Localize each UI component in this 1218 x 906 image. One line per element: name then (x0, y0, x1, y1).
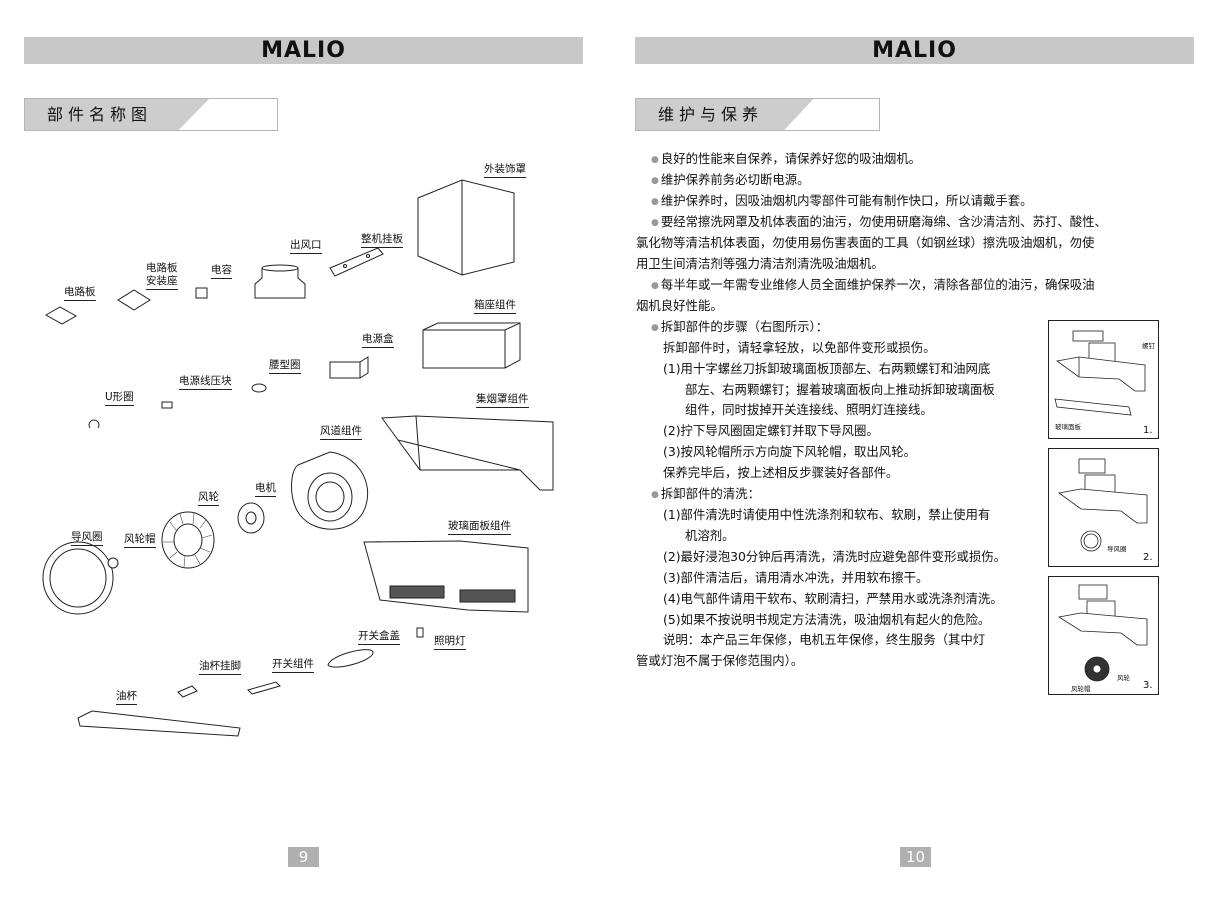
text-line: (3)部件清洁后，请用清水冲洗，并用软布擦干。 (663, 570, 929, 585)
brand-header: MALIO (24, 37, 583, 64)
label-circuit-mount: 电路板 安装座 (146, 262, 178, 290)
text-line: 氯化物等清洁机体表面，勿使用易伤害表面的工具（如钢丝球）擦洗吸油烟机，勿使 (636, 235, 1095, 250)
text-line: 部左、右两颗螺钉；握着玻璃面板向上推动拆卸玻璃面板 (685, 382, 995, 397)
figure-2: 导风圈 2. (1048, 448, 1159, 567)
figure-2-drawing (1058, 458, 1148, 552)
text-line: 拆卸部件的步骤（右图所示）： (651, 317, 828, 338)
fig2-number: 2. (1143, 552, 1153, 563)
fig1-label-screw: 螺钉 (1142, 342, 1155, 350)
fig3-number: 3. (1143, 680, 1153, 691)
fig1-label-glass: 玻璃面板 (1055, 423, 1081, 431)
exploded-diagram (42, 179, 554, 737)
brand-logo: MALIO (261, 38, 346, 63)
text-line: 拆卸部件时，请轻拿轻放，以免部件变形或损伤。 (663, 340, 936, 355)
label-impeller: 风轮 (198, 491, 219, 506)
label-guide-ring: 导风圈 (71, 531, 103, 546)
right-page: MALIO 维护与保养 良好的性能来自保养，请保养好您的吸油烟机。 维护保养前务… (609, 0, 1218, 906)
figure-3: 风轮 风轮帽 3. (1048, 576, 1159, 695)
text-line: 维护保养前务必切断电源。 (651, 170, 810, 191)
figure-1-drawing (1054, 330, 1146, 416)
label-box-base: 箱座组件 (474, 299, 516, 314)
text-line: 保养完毕后，按上述相反步骤装好各部件。 (663, 465, 899, 480)
label-switch-box-cover: 开关盒盖 (358, 630, 400, 645)
section-title: 维护与保养 (658, 105, 764, 124)
text-line: (2)拧下导风圈固定螺钉并取下导风圈。 (663, 423, 879, 438)
label-power-box: 电源盒 (362, 333, 394, 348)
label-hood-assembly: 集烟罩组件 (476, 393, 529, 408)
text-line: 良好的性能来自保养，请保养好您的吸油烟机。 (651, 149, 921, 170)
text-line: (1)部件清洗时请使用中性洗涤剂和软布、软刷，禁止使用有 (663, 507, 991, 522)
text-line: 用卫生间清洁剂等强力清洁剂清洗吸油烟机。 (636, 256, 884, 271)
label-outlet: 出风口 (290, 239, 322, 254)
label-outer-cover: 外装饰罩 (484, 163, 526, 178)
brand-logo: MALIO (872, 38, 957, 63)
text-line: 拆卸部件的清洗： (651, 484, 760, 505)
left-page: MALIO 部件名称图 (24, 37, 583, 867)
page-number: 10 (900, 847, 931, 867)
text-line: (4)电气部件请用干软布、软刷清扫，严禁用水或洗涤剂清洗。 (663, 591, 1003, 606)
text-line: 说明：本产品三年保修，电机五年保修，终生服务（其中灯 (663, 632, 986, 647)
label-light: 照明灯 (434, 635, 466, 650)
label-u-ring: U形圈 (105, 391, 134, 406)
fig3-label-impeller: 风轮 (1117, 674, 1130, 682)
text-line: 要经常擦洗网罩及机体表面的油污，勿使用研磨海绵、含沙清洁剂、苏打、酸性、 (651, 212, 1107, 233)
text-line: 组件，同时拔掉开关连接线、照明灯连接线。 (685, 402, 933, 417)
text-line: (5)如果不按说明书规定方法清洗，吸油烟机有起火的危险。 (663, 612, 991, 627)
text-line: 维护保养时，因吸油烟机内零部件可能有制作快口，所以请戴手套。 (651, 191, 1033, 212)
text-line: 烟机良好性能。 (636, 298, 723, 313)
label-waist-ring: 腰型圈 (269, 359, 301, 374)
page-number: 9 (288, 847, 319, 867)
label-cable-clamp: 电源线压块 (179, 375, 232, 390)
label-capacitor: 电容 (211, 264, 232, 279)
text-line: (1)用十字螺丝刀拆卸玻璃面板顶部左、右两颗螺钉和油网底 (663, 361, 991, 376)
label-hanging-plate: 整机挂板 (361, 233, 403, 248)
label-circuit-board: 电路板 (64, 286, 96, 301)
text-line: (3)按风轮帽所示方向旋下风轮帽，取出风轮。 (663, 444, 916, 459)
label-impeller-cap: 风轮帽 (124, 533, 156, 548)
fig2-label-ring: 导风圈 (1107, 545, 1127, 553)
fig1-number: 1. (1143, 425, 1153, 436)
text-line: 每半年或一年需专业维修人员全面维护保养一次，清除各部位的油污，确保吸油 (651, 275, 1095, 296)
text-line: 管或灯泡不属于保修范围内）。 (636, 653, 804, 668)
fig3-label-cap: 风轮帽 (1071, 685, 1091, 693)
section-header: 部件名称图 (24, 98, 278, 131)
label-glass-panel: 玻璃面板组件 (448, 520, 511, 535)
label-cup-hook: 油杯挂脚 (199, 660, 241, 675)
figure-3-drawing (1057, 584, 1148, 682)
brand-header: MALIO (635, 37, 1194, 64)
label-duct-assembly: 风道组件 (320, 425, 362, 440)
text-line: (2)最好浸泡30分钟后再清洗，清洗时应避免部件变形或损伤。 (663, 549, 1007, 564)
figure-1: 螺钉 玻璃面板 1. (1048, 320, 1159, 439)
section-title: 部件名称图 (47, 105, 153, 124)
label-oil-cup: 油杯 (116, 690, 137, 705)
label-motor: 电机 (255, 482, 276, 497)
section-header: 维护与保养 (635, 98, 880, 131)
label-switch-assembly: 开关组件 (272, 658, 314, 673)
text-line: 机溶剂。 (685, 528, 735, 543)
